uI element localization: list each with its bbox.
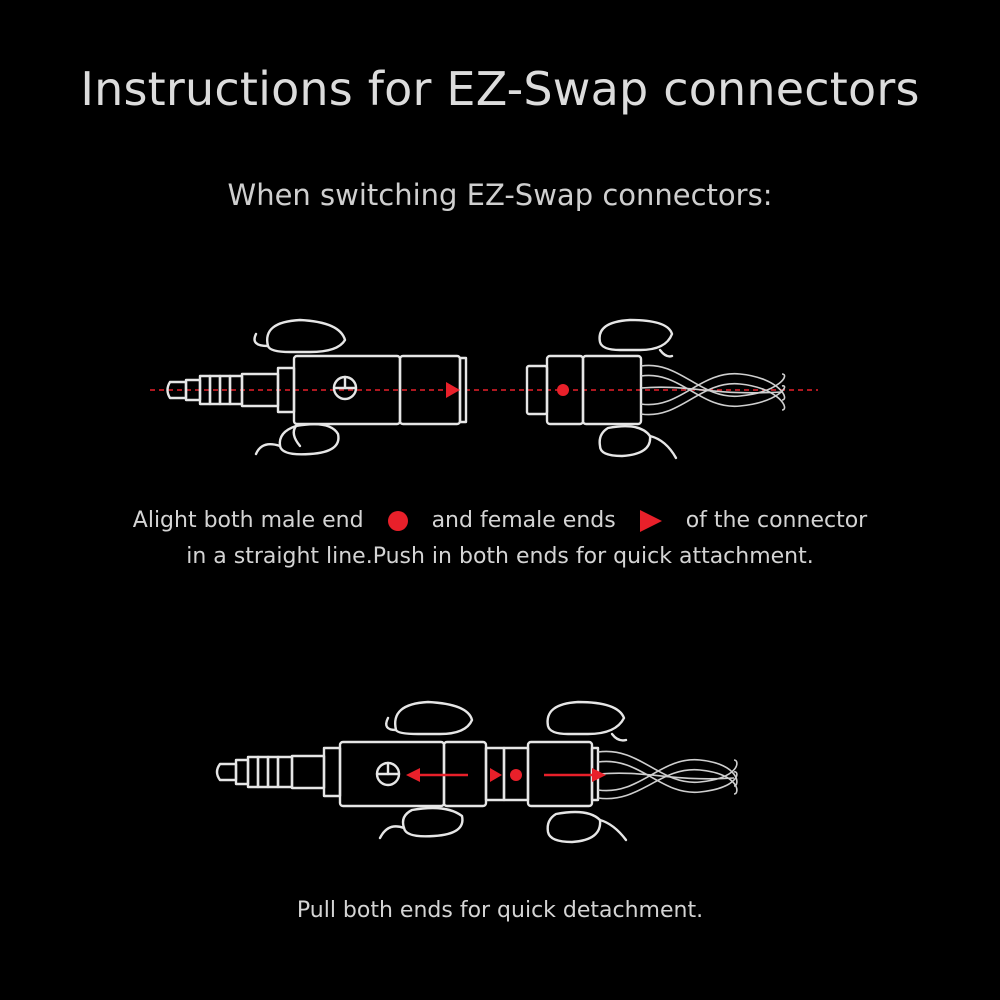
detach-diagram [215, 700, 738, 844]
caption-text-connector: of the connector [685, 508, 868, 533]
page-title: Instructions for EZ-Swap connectors [80, 62, 920, 116]
page-subtitle: When switching EZ-Swap connectors: [227, 178, 773, 212]
left-connector [166, 318, 468, 456]
pull-right-arrow [544, 768, 606, 782]
right-connector [525, 318, 678, 460]
male-end-marker [510, 769, 522, 781]
caption-text-female: and female ends [431, 508, 616, 533]
attach-diagram [150, 318, 818, 460]
caption-text-male: Alight both male end [132, 508, 364, 533]
braided-cable-bottom [597, 750, 738, 800]
female-end-marker [446, 382, 460, 398]
detach-caption: Pull both ends for quick detachment. [296, 898, 704, 923]
attach-caption: Alight both male end and female ends of … [0, 503, 1000, 575]
red-triangle-icon [639, 510, 662, 532]
female-end-marker [490, 768, 502, 782]
connected-assembly [215, 700, 628, 844]
red-dot-icon [387, 511, 408, 531]
caption-line-2: in a straight line.Push in both ends for… [186, 544, 814, 569]
male-end-marker [557, 384, 569, 396]
braided-cable-right [640, 364, 786, 416]
pull-left-arrow [406, 768, 468, 782]
